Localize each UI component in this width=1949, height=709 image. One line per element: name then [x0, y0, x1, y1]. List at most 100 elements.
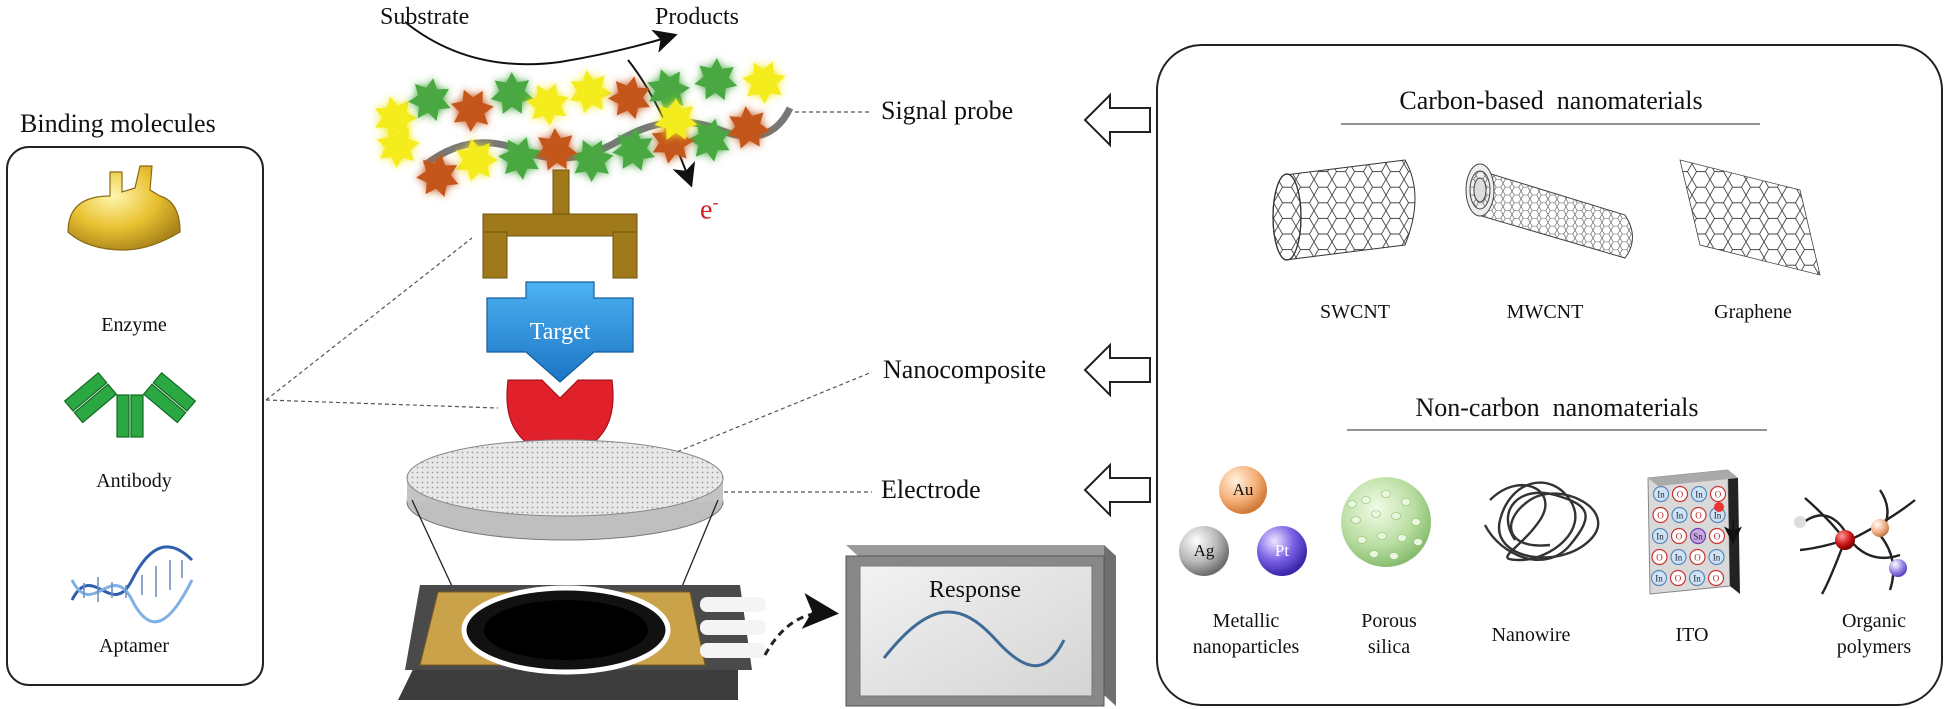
probe-star-icon — [490, 72, 534, 114]
ito-atom — [1670, 548, 1687, 566]
probe-star-icon — [727, 106, 770, 149]
probe-star-icon — [570, 140, 614, 182]
aptamer-icon — [70, 545, 194, 624]
organic-polymers — [1794, 489, 1916, 595]
silica-pore — [1391, 512, 1401, 520]
ito-atom — [1652, 485, 1670, 503]
binding-title: Binding molecules — [20, 109, 216, 138]
probe-star-icon — [694, 58, 738, 101]
ito-atom-label: O — [1695, 511, 1702, 521]
ito-atom-label: In — [1657, 490, 1665, 500]
callout-electrode: Electrode — [881, 475, 981, 504]
graphene-illustration — [1679, 159, 1821, 276]
substrate-label: Substrate — [380, 4, 470, 30]
callout-signal-probe: Signal probe — [881, 96, 1014, 125]
ito-atom-label: In — [1693, 574, 1701, 584]
metallic-line2: nanoparticles — [1192, 636, 1300, 658]
ito-atom-label: O — [1713, 574, 1720, 584]
silica-pore — [1401, 498, 1411, 506]
noncarbon-title: Non-carbon nanomaterials — [1415, 393, 1699, 422]
ito-atom — [1651, 527, 1669, 545]
ito-atom-label: In — [1655, 574, 1663, 584]
probe-star-icon — [647, 69, 690, 112]
metallic-line1: Metallic — [1212, 610, 1280, 632]
organic-line1: Organic — [1841, 610, 1907, 632]
ito-atom-label: O — [1657, 511, 1664, 521]
probe-star-icon — [456, 138, 498, 182]
ito-atom — [1690, 506, 1707, 524]
signal-probe-stars — [375, 58, 794, 197]
ito-atom-label: O — [1714, 532, 1721, 542]
silica-pore — [1377, 532, 1387, 540]
ito-atom — [1709, 485, 1727, 503]
ito-atom — [1652, 506, 1669, 524]
ito-atom — [1689, 527, 1707, 545]
electron-arrow — [627, 59, 696, 188]
callout-nanocomposite: Nanocomposite — [883, 355, 1047, 384]
electron-charge: - — [712, 192, 719, 212]
probe-star-icon — [569, 70, 612, 114]
ito-atom-label: O — [1656, 553, 1663, 563]
ito-atom — [1708, 548, 1725, 566]
silica-pore — [1371, 510, 1381, 518]
probe-star-icon — [450, 89, 494, 132]
electron-symbol: e — [700, 194, 713, 226]
carbon-item-mwcnt: MWCNT — [1506, 301, 1584, 323]
ito-atom — [1707, 569, 1725, 587]
silica-pore — [1411, 518, 1421, 526]
ito-atom — [1690, 485, 1708, 503]
antibody-label: Antibody — [96, 470, 172, 492]
silica-line1: Porous — [1361, 610, 1417, 632]
ito-atom-label: Sn — [1693, 532, 1703, 542]
response-monitor — [845, 545, 1116, 707]
ito-atom-label: O — [1677, 490, 1684, 500]
ito-atom-label: In — [1714, 511, 1722, 521]
enzyme-label: Enzyme — [101, 314, 167, 336]
binding-box — [6, 146, 264, 686]
ito-atom-label: O — [1694, 553, 1701, 563]
metal-au-label: Au — [1232, 480, 1254, 499]
silica-pore — [1357, 536, 1367, 544]
metal-ag-label: Ag — [1193, 541, 1215, 560]
ito-atom — [1671, 485, 1689, 503]
probe-star-icon — [742, 61, 786, 104]
mwcnt-illustration — [1465, 163, 1633, 259]
products-label: Products — [655, 4, 739, 30]
ito-atom — [1689, 548, 1706, 566]
ito-atom — [1651, 548, 1668, 566]
silica-pore — [1381, 490, 1391, 498]
target-label: Target — [529, 319, 591, 345]
electron-label: e- — [700, 193, 718, 224]
probe-star-icon — [498, 137, 541, 180]
ito-atom-label: In — [1656, 532, 1664, 542]
ito-atom — [1671, 506, 1688, 524]
noncarbon-item-metallic: Metallic nanoparticles — [1193, 608, 1300, 660]
metal-pt-label: Pt — [1274, 541, 1290, 560]
silica-pore — [1413, 538, 1423, 546]
silica-pore — [1397, 534, 1407, 542]
carbon-title: Carbon-based nanomaterials — [1399, 86, 1703, 115]
noncarbon-item-silica: Porous silica — [1361, 608, 1417, 660]
ito-atom-label: O — [1675, 574, 1682, 584]
probe-star-icon — [612, 128, 655, 171]
silica-pore — [1351, 516, 1361, 524]
target-shape — [486, 281, 634, 383]
carbon-item-swcnt: SWCNT — [1320, 301, 1390, 323]
aptamer-label: Aptamer — [99, 635, 169, 657]
probe-star-icon — [608, 76, 650, 120]
noncarbon-item-ito: ITO — [1675, 624, 1709, 646]
response-label: Response — [929, 577, 1021, 603]
ito-atom-label: O — [1676, 532, 1683, 542]
probe-linker — [482, 169, 638, 279]
ito-atom — [1670, 527, 1688, 545]
signal-arrow — [763, 593, 839, 656]
silica-line2: silica — [1367, 636, 1411, 658]
antibody-icon — [63, 371, 197, 438]
enzyme-icon — [67, 165, 181, 251]
electrode-disk — [406, 439, 724, 541]
metallic-nanoparticles — [1179, 466, 1307, 576]
ito-atom-label: In — [1695, 490, 1703, 500]
organic-line2: polymers — [1836, 636, 1912, 658]
